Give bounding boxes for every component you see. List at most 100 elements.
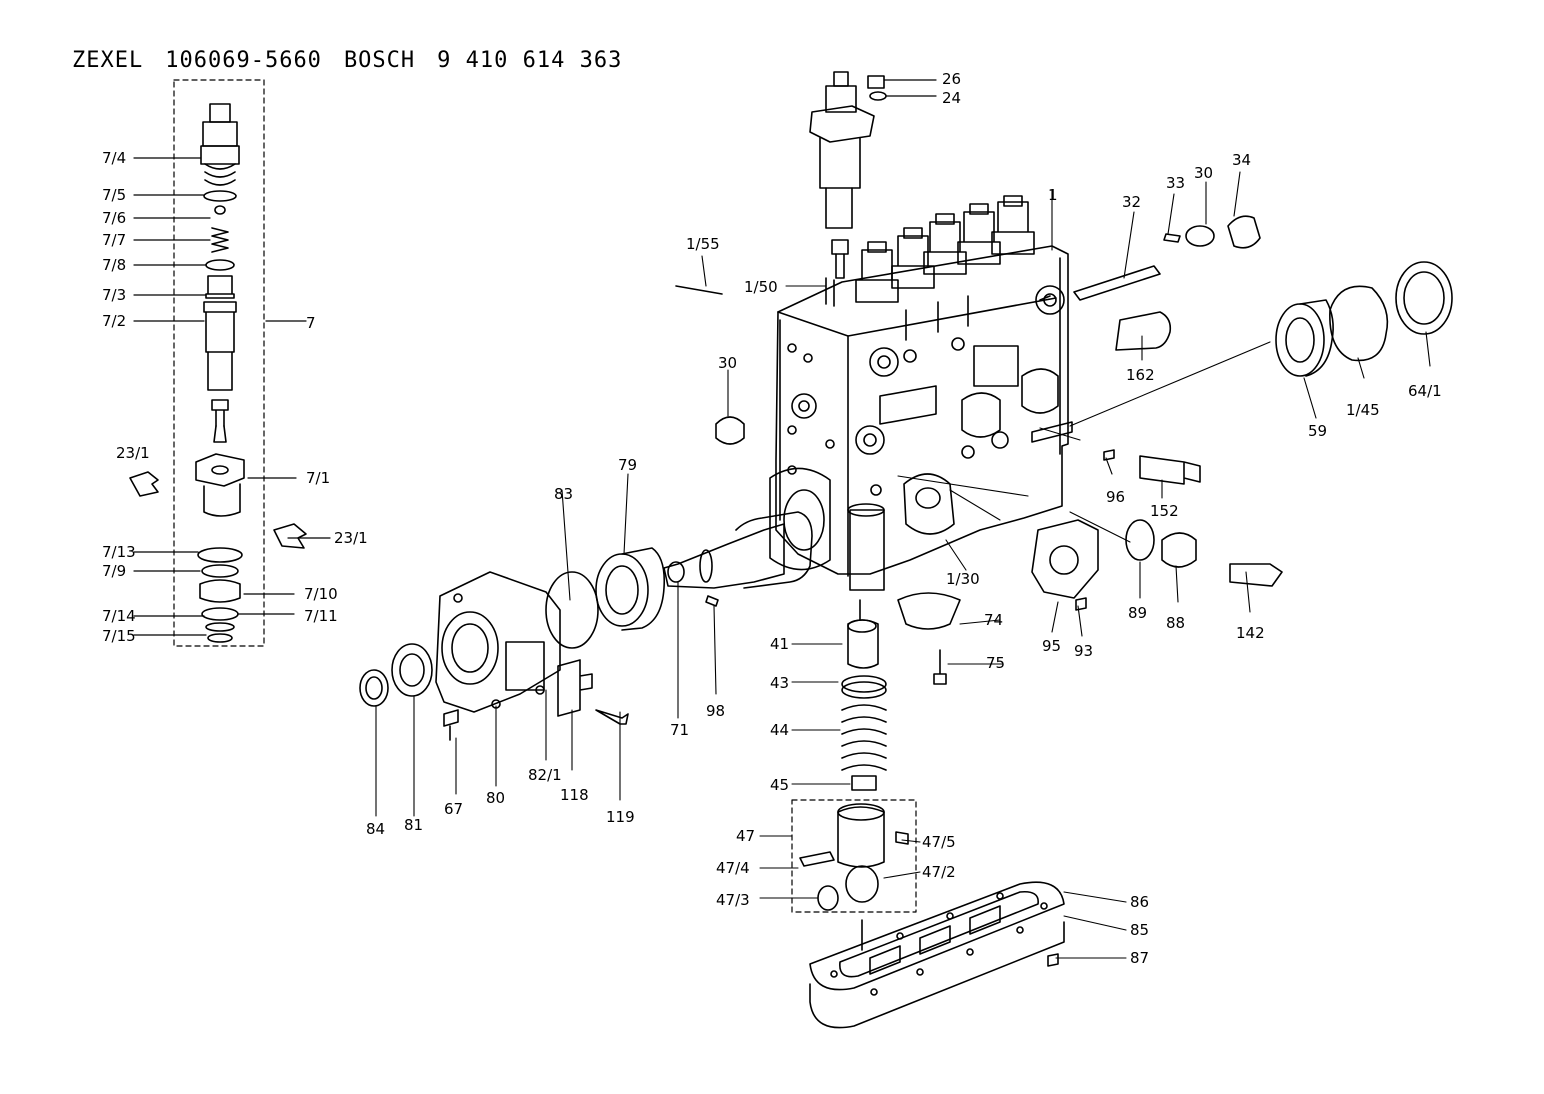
label-81: 81: [404, 816, 423, 834]
part-7-4-nut: [202, 121, 238, 147]
part-43: [841, 675, 887, 693]
bottom-plates: [809, 881, 1065, 1029]
label-47-2: 47/2: [922, 863, 956, 881]
part-7-14: [205, 622, 235, 632]
label-7-4: 7/4: [102, 149, 126, 167]
bolt-142: [1229, 563, 1283, 587]
cover-plate-80: [435, 571, 561, 713]
part-33: [1163, 233, 1181, 243]
part-41: [847, 619, 879, 669]
rack-32: [1073, 265, 1161, 301]
seal-64-1: [1395, 261, 1453, 335]
part-7-3: [205, 275, 235, 299]
label-30-left: 30: [718, 354, 737, 372]
label-119: 119: [606, 808, 635, 826]
bearing-79: [595, 547, 666, 631]
label-87: 87: [1130, 949, 1149, 967]
label-7-14: 7/14: [102, 607, 136, 625]
bearing-59: [1275, 303, 1325, 377]
camshaft-taper: [663, 523, 785, 589]
part-45: [851, 775, 877, 791]
label-67: 67: [444, 800, 463, 818]
clip-23-1-right: [273, 523, 307, 549]
label-34: 34: [1232, 151, 1251, 169]
label-7-9: 7/9: [102, 562, 126, 580]
group-7-dashed-box: [173, 79, 265, 647]
label-85: 85: [1130, 921, 1149, 939]
part-47-5: [895, 831, 909, 845]
part-7-9: [201, 564, 239, 578]
valve-holder-top: [825, 85, 857, 113]
shaft-end-71: [667, 561, 685, 583]
o-ring-83: [545, 571, 599, 649]
valve-holder-flange: [809, 105, 875, 143]
nameplate: [879, 385, 937, 425]
pump-elements: [855, 195, 1035, 303]
label-33: 33: [1166, 174, 1185, 192]
delivery-valve-holder: [809, 71, 887, 279]
label-7-8: 7/8: [102, 256, 126, 274]
label-7: 7: [306, 314, 316, 332]
label-98: 98: [706, 702, 725, 720]
plate-85: [809, 921, 1065, 1029]
label-96: 96: [1106, 488, 1125, 506]
part-7-11: [201, 607, 239, 621]
label-7-3: 7/3: [102, 286, 126, 304]
seal-81: [391, 643, 433, 697]
clip-23-1-left: [129, 471, 159, 497]
label-1: 1: [1048, 186, 1058, 204]
label-7-2: 7/2: [102, 312, 126, 330]
label-152: 152: [1150, 502, 1179, 520]
label-47: 47: [736, 827, 755, 845]
label-7-15: 7/15: [102, 627, 136, 645]
label-95: 95: [1042, 637, 1061, 655]
part-74: [897, 592, 961, 630]
label-7-11: 7/11: [304, 607, 338, 625]
spring-44: [841, 704, 887, 771]
label-86: 86: [1130, 893, 1149, 911]
part-7-13-ring: [197, 547, 243, 563]
part-47-body: [837, 806, 885, 868]
label-88: 88: [1166, 614, 1185, 632]
label-47-3: 47/3: [716, 891, 750, 909]
label-1-45: 1/45: [1346, 401, 1380, 419]
label-82-1: 82/1: [528, 766, 562, 784]
label-47-5: 47/5: [922, 833, 956, 851]
part-7-1-flange: [195, 453, 245, 487]
plug-30-left: [715, 416, 745, 445]
label-26: 26: [942, 70, 961, 88]
part-47-2-roller: [845, 865, 879, 903]
housing-outline: [775, 245, 1069, 575]
bosch-part-number: 9 410 614 363: [437, 48, 623, 73]
stud-1-55: [675, 285, 723, 295]
group-47-dashed-box: [791, 799, 917, 913]
part-7-6: [214, 205, 226, 215]
label-30-right: 30: [1194, 164, 1213, 182]
label-75: 75: [986, 654, 1005, 672]
label-44: 44: [770, 721, 789, 739]
plate-86: [809, 881, 1065, 991]
label-162: 162: [1126, 366, 1155, 384]
label-83: 83: [554, 485, 573, 503]
label-7-6: 7/6: [102, 209, 126, 227]
part-7-2: [203, 301, 237, 353]
part-7-7-spring: [211, 227, 229, 253]
label-7-7: 7/7: [102, 231, 126, 249]
bolt-119: [595, 709, 629, 725]
part-7-8: [205, 259, 235, 271]
pump-housing: [769, 195, 1073, 591]
cover-plate-outline: [435, 571, 561, 713]
plug-88: [1161, 532, 1197, 568]
zexel-part-number: 106069-5660: [165, 48, 322, 73]
label-41: 41: [770, 635, 789, 653]
label-74: 74: [984, 611, 1003, 629]
screw-87: [1047, 953, 1059, 967]
label-7-10: 7/10: [304, 585, 338, 603]
label-1-50: 1/50: [744, 278, 778, 296]
screw-67: [443, 709, 459, 741]
label-23-1-right: 23/1: [334, 529, 368, 547]
label-7-13: 7/13: [102, 543, 136, 561]
ring-1-45: [1329, 285, 1389, 362]
